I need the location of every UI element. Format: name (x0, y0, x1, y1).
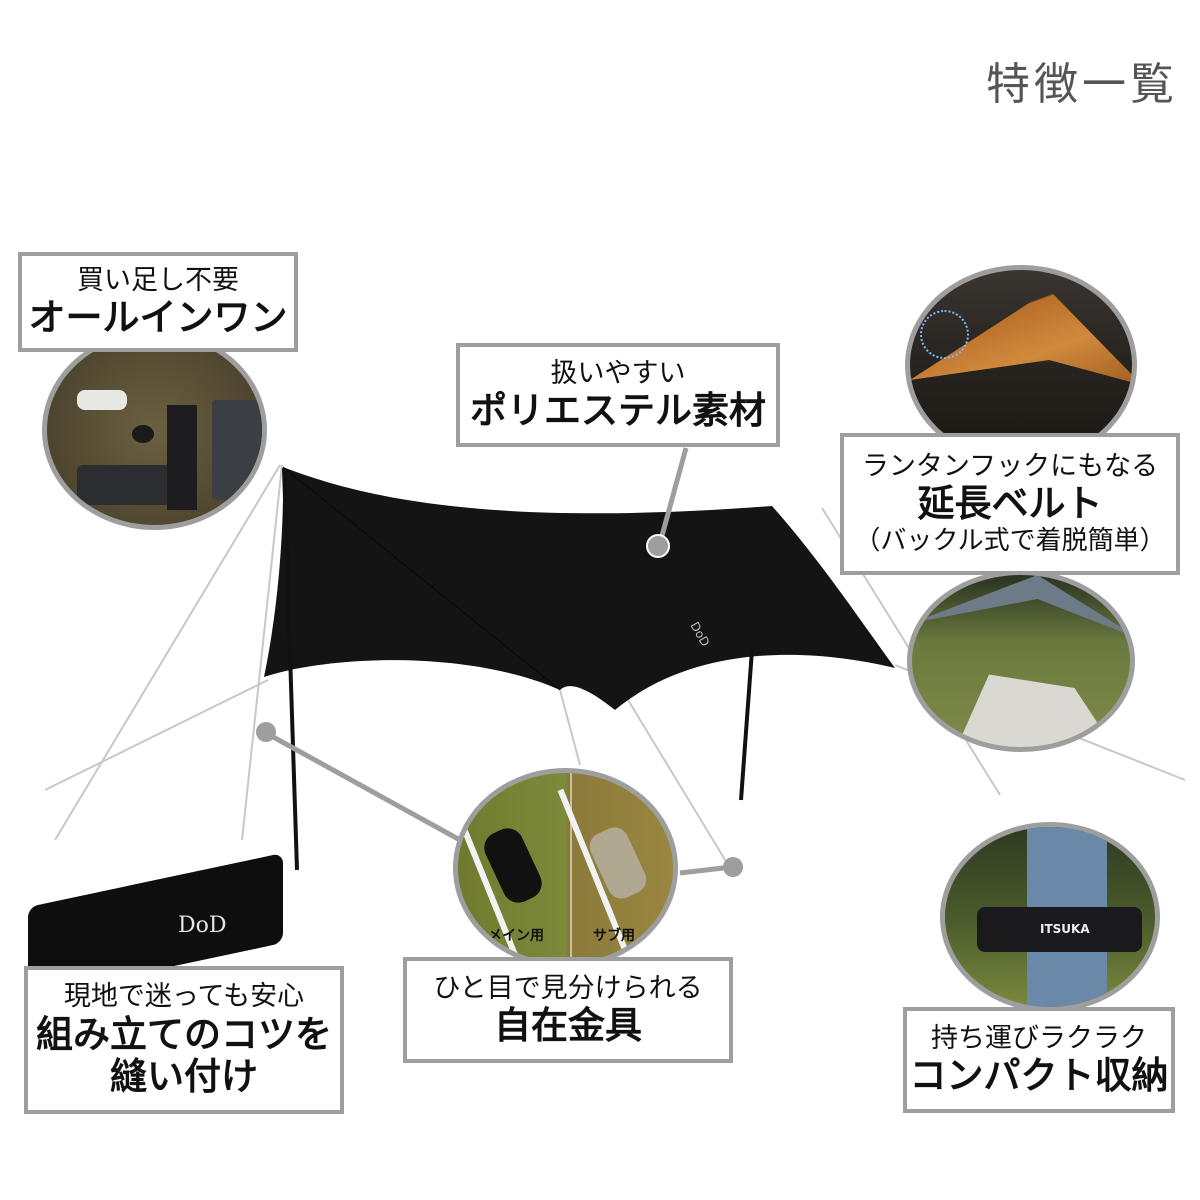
feature-subtitle: 現地で迷っても安心 (63, 981, 305, 1013)
feature-stitched-tips: 現地で迷っても安心 組み立てのコツを 縫い付け (24, 966, 344, 1114)
carry-bag-product: DoD (18, 852, 288, 998)
feature-subtitle: 買い足し不要 (77, 264, 239, 296)
feature-subtitle: ひと目で見分けられる (433, 972, 703, 1004)
bag-logo: DoD (178, 913, 227, 938)
feature-headline: 延長ベルト (917, 482, 1103, 526)
callout-pointers (256, 447, 743, 877)
tensioner-closeup-photo: メイン用 サブ用 (453, 768, 678, 968)
feature-headline-line1: 組み立てのコツを (36, 1012, 332, 1056)
main-tensioner-label: メイン用 (488, 928, 544, 944)
page-title: 特徴一覧 (986, 59, 1178, 110)
sub-tensioner-label: サブ用 (593, 928, 635, 944)
feature-all-in-one: 買い足し不要 オールインワン (18, 252, 298, 352)
feature-headline-line2: 縫い付け (110, 1055, 258, 1099)
bag-brand-text: ITSUKA (1040, 922, 1090, 936)
feature-polyester: 扱いやすい ポリエステル素材 (456, 343, 780, 447)
tarp-shape (264, 467, 895, 710)
night-lantern-tarp-photo (905, 265, 1137, 465)
feature-subtitle: ランタンフックにもなる (861, 450, 1159, 482)
feature-extension-belt: ランタンフックにもなる 延長ベルト （バックル式で着脱簡単） (840, 433, 1180, 575)
tarp-poles (282, 467, 754, 871)
feature-headline: コンパクト収納 (909, 1053, 1169, 1097)
package-contents-photo (42, 330, 267, 530)
campsite-tarp-photo (907, 570, 1135, 752)
feature-subtitle: 持ち運びラクラク (931, 1022, 1147, 1054)
carrying-bag-photo: ITSUKA (940, 822, 1160, 1012)
feature-headline: オールインワン (28, 295, 288, 339)
feature-subtitle: 扱いやすい (550, 357, 686, 389)
feature-headline: 自在金具 (494, 1003, 642, 1047)
feature-headline: ポリエステル素材 (470, 388, 766, 432)
feature-tensioners: ひと目で見分けられる 自在金具 (403, 957, 733, 1063)
feature-note: （バックル式で着脱簡単） (854, 525, 1166, 556)
feature-compact: 持ち運びラクラク コンパクト収納 (903, 1007, 1175, 1113)
